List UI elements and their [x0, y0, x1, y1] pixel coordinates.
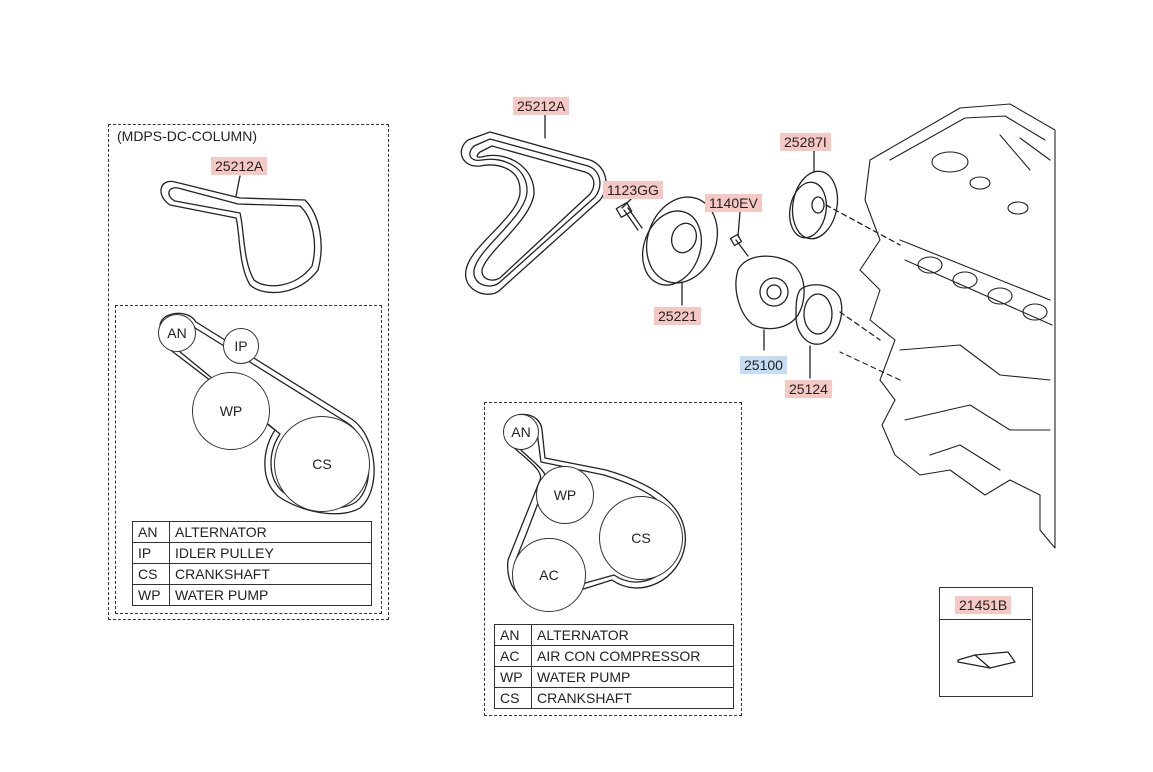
center-pulley-an: AN	[503, 414, 539, 450]
legend-name: IDLER PULLEY	[169, 542, 372, 564]
legend-name: CRANKSHAFT	[169, 563, 372, 585]
center-pulley-cs: CS	[599, 496, 683, 580]
legend-code: WP	[132, 584, 170, 606]
left-belt-layout-frame	[115, 305, 382, 614]
part-label-water-pump[interactable]: 25100	[740, 356, 787, 374]
legend-name: AIR CON COMPRESSOR	[531, 645, 734, 667]
center-pulley-wp: WP	[536, 466, 594, 524]
gasket-drawing	[795, 284, 881, 379]
legend-name: WATER PUMP	[531, 666, 734, 688]
left-pulley-cs: CS	[274, 416, 370, 512]
legend-code: CS	[494, 687, 532, 709]
water-pump-drawing	[735, 255, 805, 351]
legend-code: IP	[132, 542, 170, 564]
part-label-bolt-1140ev[interactable]: 1140EV	[705, 194, 762, 212]
legend-code: AN	[494, 624, 532, 646]
legend-code: WP	[494, 666, 532, 688]
part-label-bolt-1123gg[interactable]: 1123GG	[603, 181, 663, 199]
legend-name: CRANKSHAFT	[531, 687, 734, 709]
left-pulley-wp: WP	[192, 372, 270, 450]
tensioner-drawing	[788, 149, 901, 246]
left-belt-drawing	[160, 175, 322, 294]
bracket-drawing	[957, 651, 1016, 669]
legend-code: CS	[132, 563, 170, 585]
left-panel-title: (MDPS-DC-COLUMN)	[117, 128, 257, 144]
legend-name: WATER PUMP	[169, 584, 372, 606]
part-label-idler[interactable]: 25221	[654, 307, 701, 325]
bolt-drawing-1	[615, 197, 643, 231]
part-label-tensioner[interactable]: 25287I	[780, 133, 831, 151]
bracket-frame	[939, 587, 1033, 697]
left-belt-part-label[interactable]: 25212A	[211, 157, 268, 175]
part-label-gasket[interactable]: 25124	[785, 380, 832, 398]
legend-name: ALTERNATOR	[169, 521, 372, 543]
bolt-drawing-2	[729, 211, 749, 257]
part-label-bracket[interactable]: 21451B	[955, 596, 1012, 614]
left-pulley-ip: IP	[223, 328, 259, 364]
part-label-belt[interactable]: 25212A	[513, 97, 570, 115]
center-pulley-ac: AC	[512, 538, 586, 612]
left-panel-frame	[108, 124, 389, 620]
legend-code: AC	[494, 645, 532, 667]
legend-code: AN	[132, 521, 170, 543]
bracket-frame-divider	[939, 619, 1031, 620]
engine-block-drawing	[839, 103, 1056, 549]
center-panel-frame	[484, 402, 742, 716]
left-pulley-an: AN	[158, 314, 196, 352]
idler-pulley-drawing	[642, 196, 718, 306]
legend-name: ALTERNATOR	[531, 624, 734, 646]
main-belt-drawing	[460, 113, 607, 295]
